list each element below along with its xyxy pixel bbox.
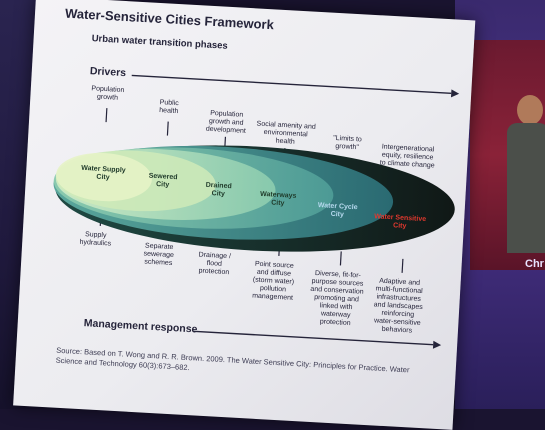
phase-water-cycle-city: Water Cycle City — [317, 202, 358, 219]
driver-connector — [166, 121, 169, 136]
drivers-arrow-head — [450, 89, 460, 98]
management-arrow-head — [432, 340, 442, 349]
driver-label: Public health — [159, 99, 179, 116]
presenter-torso — [507, 123, 545, 253]
management-arrow-line — [193, 330, 434, 346]
presenter-figure — [505, 95, 545, 255]
drivers-arrow-line — [131, 74, 452, 95]
driver-label: Social amenity and environmental health — [256, 120, 316, 146]
phase-waterways-city: Waterways City — [259, 190, 297, 208]
stage-screen-label: Chr — [525, 258, 544, 270]
driver-label: Intergenerational equity, resilience to … — [379, 143, 435, 170]
transition-diagram — [53, 74, 460, 349]
phase-water-supply-city: Water Supply City — [81, 164, 126, 182]
response-label: Adaptive and multi-functional infrastruc… — [373, 277, 423, 335]
response-label: Point source and diffuse (storm water) p… — [251, 260, 295, 302]
presenter-head — [517, 95, 543, 125]
projected-slide: Water-Sensitive Cities Framework Urban w… — [13, 0, 476, 430]
phase-drained-city: Drained City — [205, 181, 232, 198]
response-label: Drainage / flood protection — [198, 251, 232, 277]
driver-label: Population growth and development — [205, 109, 247, 136]
water-supply-city-ellipse — [56, 152, 152, 202]
driver-label: "Limits to growth" — [333, 134, 362, 152]
response-label: Supply hydraulics — [79, 231, 112, 248]
response-label: Diverse, fit-for- purpose sources and co… — [310, 270, 364, 328]
response-connector — [401, 258, 404, 273]
phase-water-sensitive-city: Water Sensitive City — [374, 213, 427, 231]
driver-label: Population growth — [91, 85, 125, 102]
response-connector — [339, 251, 342, 266]
response-label: Separate sewerage schemes — [143, 242, 175, 268]
driver-connector — [105, 108, 108, 123]
phase-sewered-city: Sewered City — [148, 172, 178, 189]
